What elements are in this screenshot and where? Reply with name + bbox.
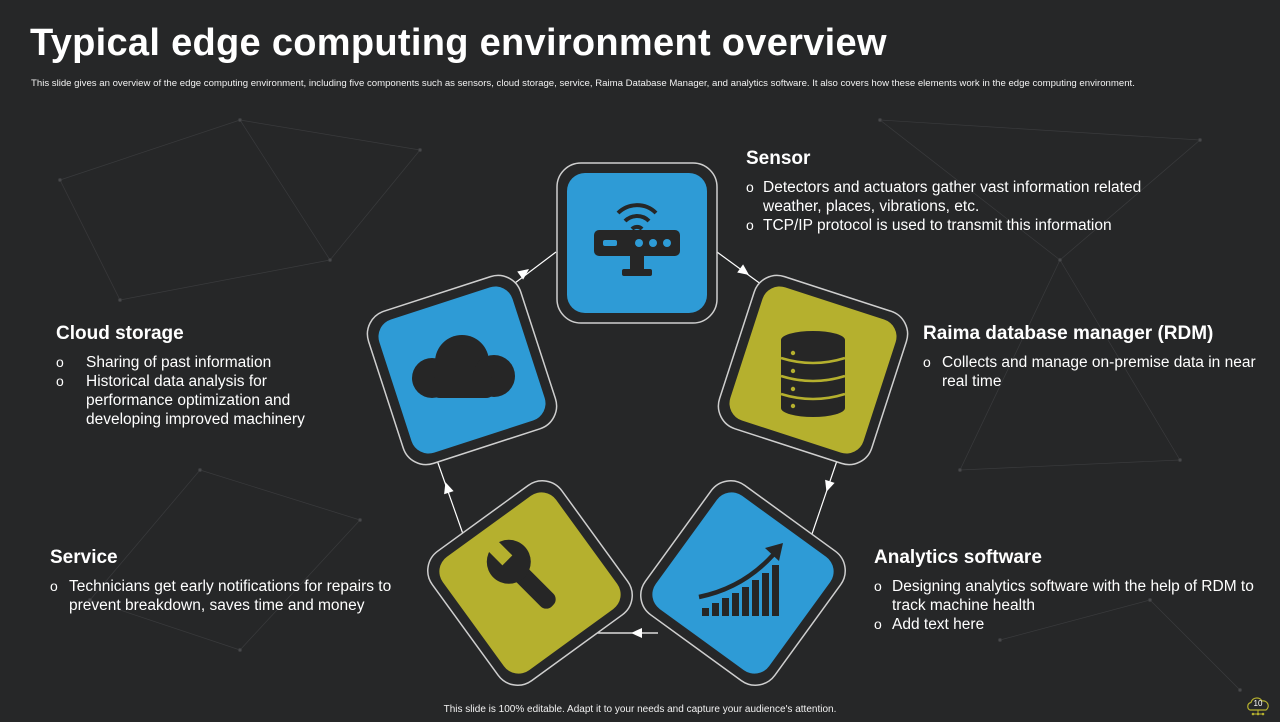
analytics-description: Analytics software o Designing analytics … (874, 547, 1274, 634)
analytics-bullet-2: o Add text here (874, 615, 1274, 634)
bullet-marker: o (56, 354, 64, 370)
sensor-title: Sensor (746, 148, 811, 169)
service-bullet-1: o Technicians get early notifications for… (50, 577, 430, 615)
analytics-tile (640, 480, 846, 686)
rdm-tile (717, 274, 909, 466)
bullet-marker: o (874, 616, 882, 632)
page-title: Typical edge computing environment overv… (30, 22, 887, 64)
cloud-bullet-1: o Sharing of past information (56, 353, 356, 372)
service-tile (427, 480, 633, 686)
sensor-bullet-1-text: Detectors and actuators gather vast info… (763, 179, 1142, 215)
router-icon (594, 203, 680, 276)
arrowhead-service-cloud (444, 482, 454, 495)
page-subtitle: This slide gives an overview of the edge… (31, 78, 1135, 89)
cloud-icon (412, 335, 515, 398)
rdm-title: Raima database manager (RDM) (923, 323, 1214, 344)
bullet-marker: o (50, 578, 58, 594)
cloud-tile (366, 274, 558, 466)
bullet-marker: o (56, 373, 64, 389)
growth-chart-icon (698, 543, 783, 616)
service-title: Service (50, 547, 118, 568)
sensor-bullet-2-text: TCP/IP protocol is used to transmit this… (763, 217, 1112, 234)
service-description: Service o Technicians get early notificat… (50, 547, 430, 615)
arrowhead-sensor-rdm (737, 264, 750, 275)
cloud-bullet-2-text: Historical data analysis for performance… (86, 373, 305, 428)
arrowhead-cloud-sensor (517, 269, 530, 280)
bullet-marker: o (923, 354, 931, 370)
arrowhead-analytics-service (631, 628, 642, 638)
cloud-badge-icon (1247, 697, 1269, 716)
cloud-description: Cloud storage o Sharing of past informati… (56, 323, 356, 429)
bullet-marker: o (746, 217, 754, 233)
sensor-bullet-2: o TCP/IP protocol is used to transmit thi… (746, 216, 1186, 235)
cloud-bullet-2: o Historical data analysis for performanc… (56, 372, 356, 429)
page-number-badge: 10 (1245, 697, 1271, 717)
rdm-description: Raima database manager (RDM) o Collects a… (923, 323, 1263, 391)
arrowhead-rdm-analytics (825, 479, 835, 492)
rdm-bullet-1-text: Collects and manage on-premise data in n… (942, 354, 1256, 390)
sensor-tile (556, 162, 718, 324)
service-bullet-1-text: Technicians get early notifications for … (69, 578, 392, 614)
cloud-title: Cloud storage (56, 323, 184, 344)
analytics-bullet-1-text: Designing analytics software with the he… (892, 578, 1254, 614)
page-number: 10 (1253, 699, 1263, 708)
cloud-bullet-1-text: Sharing of past information (86, 354, 272, 371)
bullet-marker: o (746, 179, 754, 195)
analytics-bullet-2-text: Add text here (892, 616, 985, 633)
bullet-marker: o (874, 578, 882, 594)
database-icon (780, 331, 846, 417)
sensor-bullet-1: o Detectors and actuators gather vast inf… (746, 178, 1186, 216)
rdm-bullet-1: o Collects and manage on-premise data in … (923, 353, 1263, 391)
footer-note: This slide is 100% editable. Adapt it to… (443, 704, 837, 715)
analytics-bullet-1: o Designing analytics software with the h… (874, 577, 1274, 615)
wrench-icon (486, 539, 556, 609)
analytics-title: Analytics software (874, 547, 1042, 568)
sensor-description: Sensor o Detectors and actuators gather v… (746, 148, 1186, 235)
